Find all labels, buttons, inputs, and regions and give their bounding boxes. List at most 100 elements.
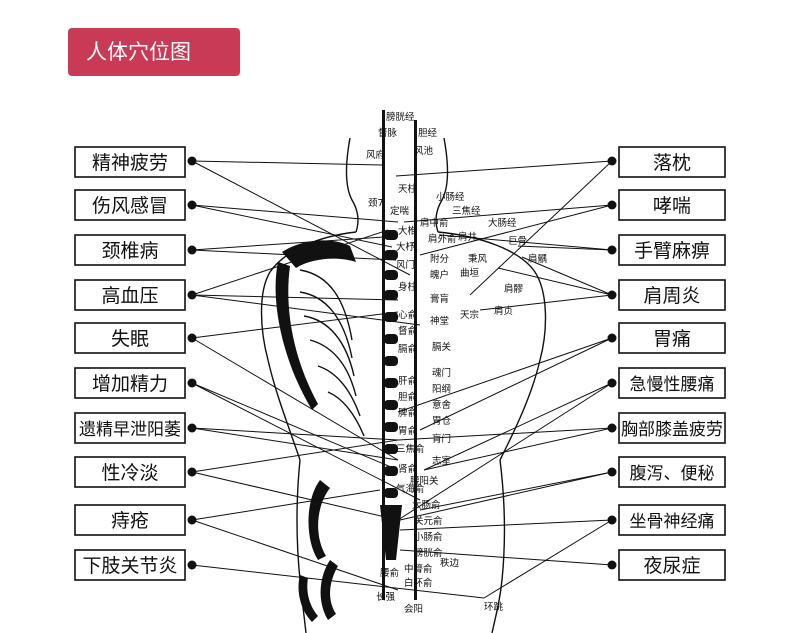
acupoint-label: 气海俞 — [396, 483, 425, 495]
acupoint-label: 志室 — [432, 455, 451, 467]
left-labels: 精神疲劳 伤风感冒 颈椎病 高血压 失眠 增加精力 遗精早泄阳萎 性冷淡 痔疮 — [74, 146, 197, 581]
connector-dot — [187, 378, 197, 388]
acupoint-label: 魂门 — [432, 367, 451, 379]
acupoint-labels: 天柱 定喘 肩中俞 肩外俞 肩井 巨骨 大椎 大杼 风门 附分 秉风 魄户 曲垣… — [376, 183, 547, 615]
acupoint-label: 胃俞 — [398, 425, 418, 437]
acupoint-label: 天柱 — [398, 183, 418, 195]
meridian-label: 督脉 — [378, 127, 398, 139]
connector-dot — [607, 156, 617, 166]
spine — [380, 110, 417, 600]
connector-dot — [607, 200, 617, 210]
meridian-label: 小肠经 — [436, 191, 465, 203]
label-text: 哮喘 — [653, 195, 691, 217]
left-label-1: 精神疲劳 — [74, 146, 197, 178]
left-label-3: 颈椎病 — [74, 234, 197, 266]
label-text: 失眠 — [111, 328, 149, 350]
label-text: 精神疲劳 — [92, 152, 168, 174]
right-label-10: 夜尿症 — [607, 549, 726, 581]
label-text: 增加精力 — [92, 373, 168, 395]
acupoint-label: 肩贞 — [494, 305, 513, 317]
acupoint-label: 秩边 — [440, 558, 460, 569]
connector-dot — [187, 333, 197, 343]
connector-dot — [187, 156, 197, 166]
acupoint-label: 秉风 — [468, 253, 488, 265]
label-text: 落枕 — [653, 152, 691, 174]
acupoint-label: 肩外俞 — [428, 233, 457, 245]
left-label-4: 高血压 — [74, 279, 197, 311]
acupoint-label: 心俞 — [398, 309, 418, 321]
left-label-5: 失眠 — [74, 322, 197, 354]
right-labels: 落枕 哮喘 手臂麻痹 肩周炎 胃痛 急慢性腰痛 胸部膝盖疲劳 腹泻、便秘 坐骨神… — [607, 146, 726, 581]
acupoint-label: 小肠俞 — [414, 531, 443, 543]
acupoint-label: 肩井 — [458, 231, 477, 243]
connector-dot — [187, 515, 197, 525]
connector-dot — [607, 333, 617, 343]
left-label-10: 下肢关节炎 — [74, 549, 197, 581]
acupoint-label: 环跳 — [484, 601, 504, 613]
right-label-2: 哮喘 — [607, 189, 726, 221]
right-label-5: 胃痛 — [607, 322, 726, 354]
connector-dot — [187, 423, 197, 433]
acupoint-label: 关元俞 — [414, 515, 443, 527]
left-label-7: 遗精早泄阳萎 — [74, 412, 197, 444]
connector-dot — [187, 200, 197, 210]
label-text: 下肢关节炎 — [82, 555, 177, 577]
acupoint-label: 膏肓 — [430, 293, 449, 305]
label-text: 急慢性腰痛 — [630, 374, 715, 395]
left-label-6: 增加精力 — [74, 367, 197, 399]
connector-dot — [187, 290, 197, 300]
connector-dot — [607, 290, 617, 300]
acupoint-label: 胆俞 — [398, 391, 418, 403]
right-label-3: 手臂麻痹 — [607, 234, 726, 266]
connector-dot — [187, 245, 197, 255]
page-title-tab: 人体穴位图 — [68, 28, 240, 76]
acupoint-label: 身柱 — [398, 281, 418, 293]
acupoint-label: 膀胱俞 — [414, 547, 443, 559]
acupoint-label: 附分 — [430, 253, 450, 265]
right-label-4: 肩周炎 — [607, 279, 726, 311]
label-text: 颈椎病 — [101, 240, 158, 262]
acupoint-label: 巨骨 — [508, 236, 527, 247]
acupoint-label: 腰俞 — [380, 567, 400, 579]
right-label-1: 落枕 — [607, 146, 726, 178]
left-label-9: 痔疮 — [74, 504, 197, 536]
acupoint-label: 肩中俞 — [420, 217, 449, 229]
right-label-9: 坐骨神经痛 — [607, 504, 726, 536]
connector-dot — [607, 245, 617, 255]
label-text: 伤风感冒 — [92, 195, 168, 217]
label-text: 腹泻、便秘 — [630, 464, 715, 484]
meridian-label: 风府 — [366, 149, 386, 161]
acupoint-label: 阳纲 — [432, 383, 451, 395]
meridian-labels: 膀胱经 督脉 胆经 风池 风府 小肠经 三焦经 大肠经 颈7 — [366, 111, 517, 229]
label-text: 胃痛 — [653, 328, 691, 350]
page-title: 人体穴位图 — [86, 40, 191, 64]
acupoint-label: 大椎 — [398, 225, 418, 237]
acupoint-label: 风门 — [396, 259, 415, 271]
connector-dot — [607, 467, 617, 477]
acupoint-label: 肾俞 — [398, 463, 418, 475]
connector-dot — [187, 560, 197, 570]
acupoint-label: 腰阳关 — [410, 475, 439, 487]
left-connector-lines — [191, 160, 485, 599]
acupoint-label: 脾俞 — [398, 407, 418, 419]
left-label-2: 伤风感冒 — [74, 189, 197, 221]
label-text: 肩周炎 — [643, 285, 700, 307]
label-text: 胸部膝盖疲劳 — [621, 420, 723, 440]
label-text: 坐骨神经痛 — [630, 512, 715, 532]
acupoint-label: 意舍 — [432, 399, 452, 411]
acupoint-label: 曲垣 — [460, 268, 480, 279]
acupoint-label: 神堂 — [430, 315, 449, 327]
label-text: 遗精早泄阳萎 — [79, 420, 181, 440]
acupoint-label: 魄户 — [430, 269, 449, 281]
connector-dot — [607, 515, 617, 525]
acupoint-label: 胃仓 — [432, 415, 452, 427]
body-outline — [260, 137, 547, 633]
acupoint-label: 长强 — [376, 591, 396, 603]
label-text: 性冷淡 — [101, 462, 158, 484]
acupoint-label: 大杼 — [396, 241, 416, 253]
right-label-7: 胸部膝盖疲劳 — [607, 412, 726, 444]
acupoint-label: 三焦俞 — [396, 443, 425, 455]
acupoint-label: 膈关 — [432, 341, 452, 353]
meridian-label: 风池 — [414, 145, 434, 157]
